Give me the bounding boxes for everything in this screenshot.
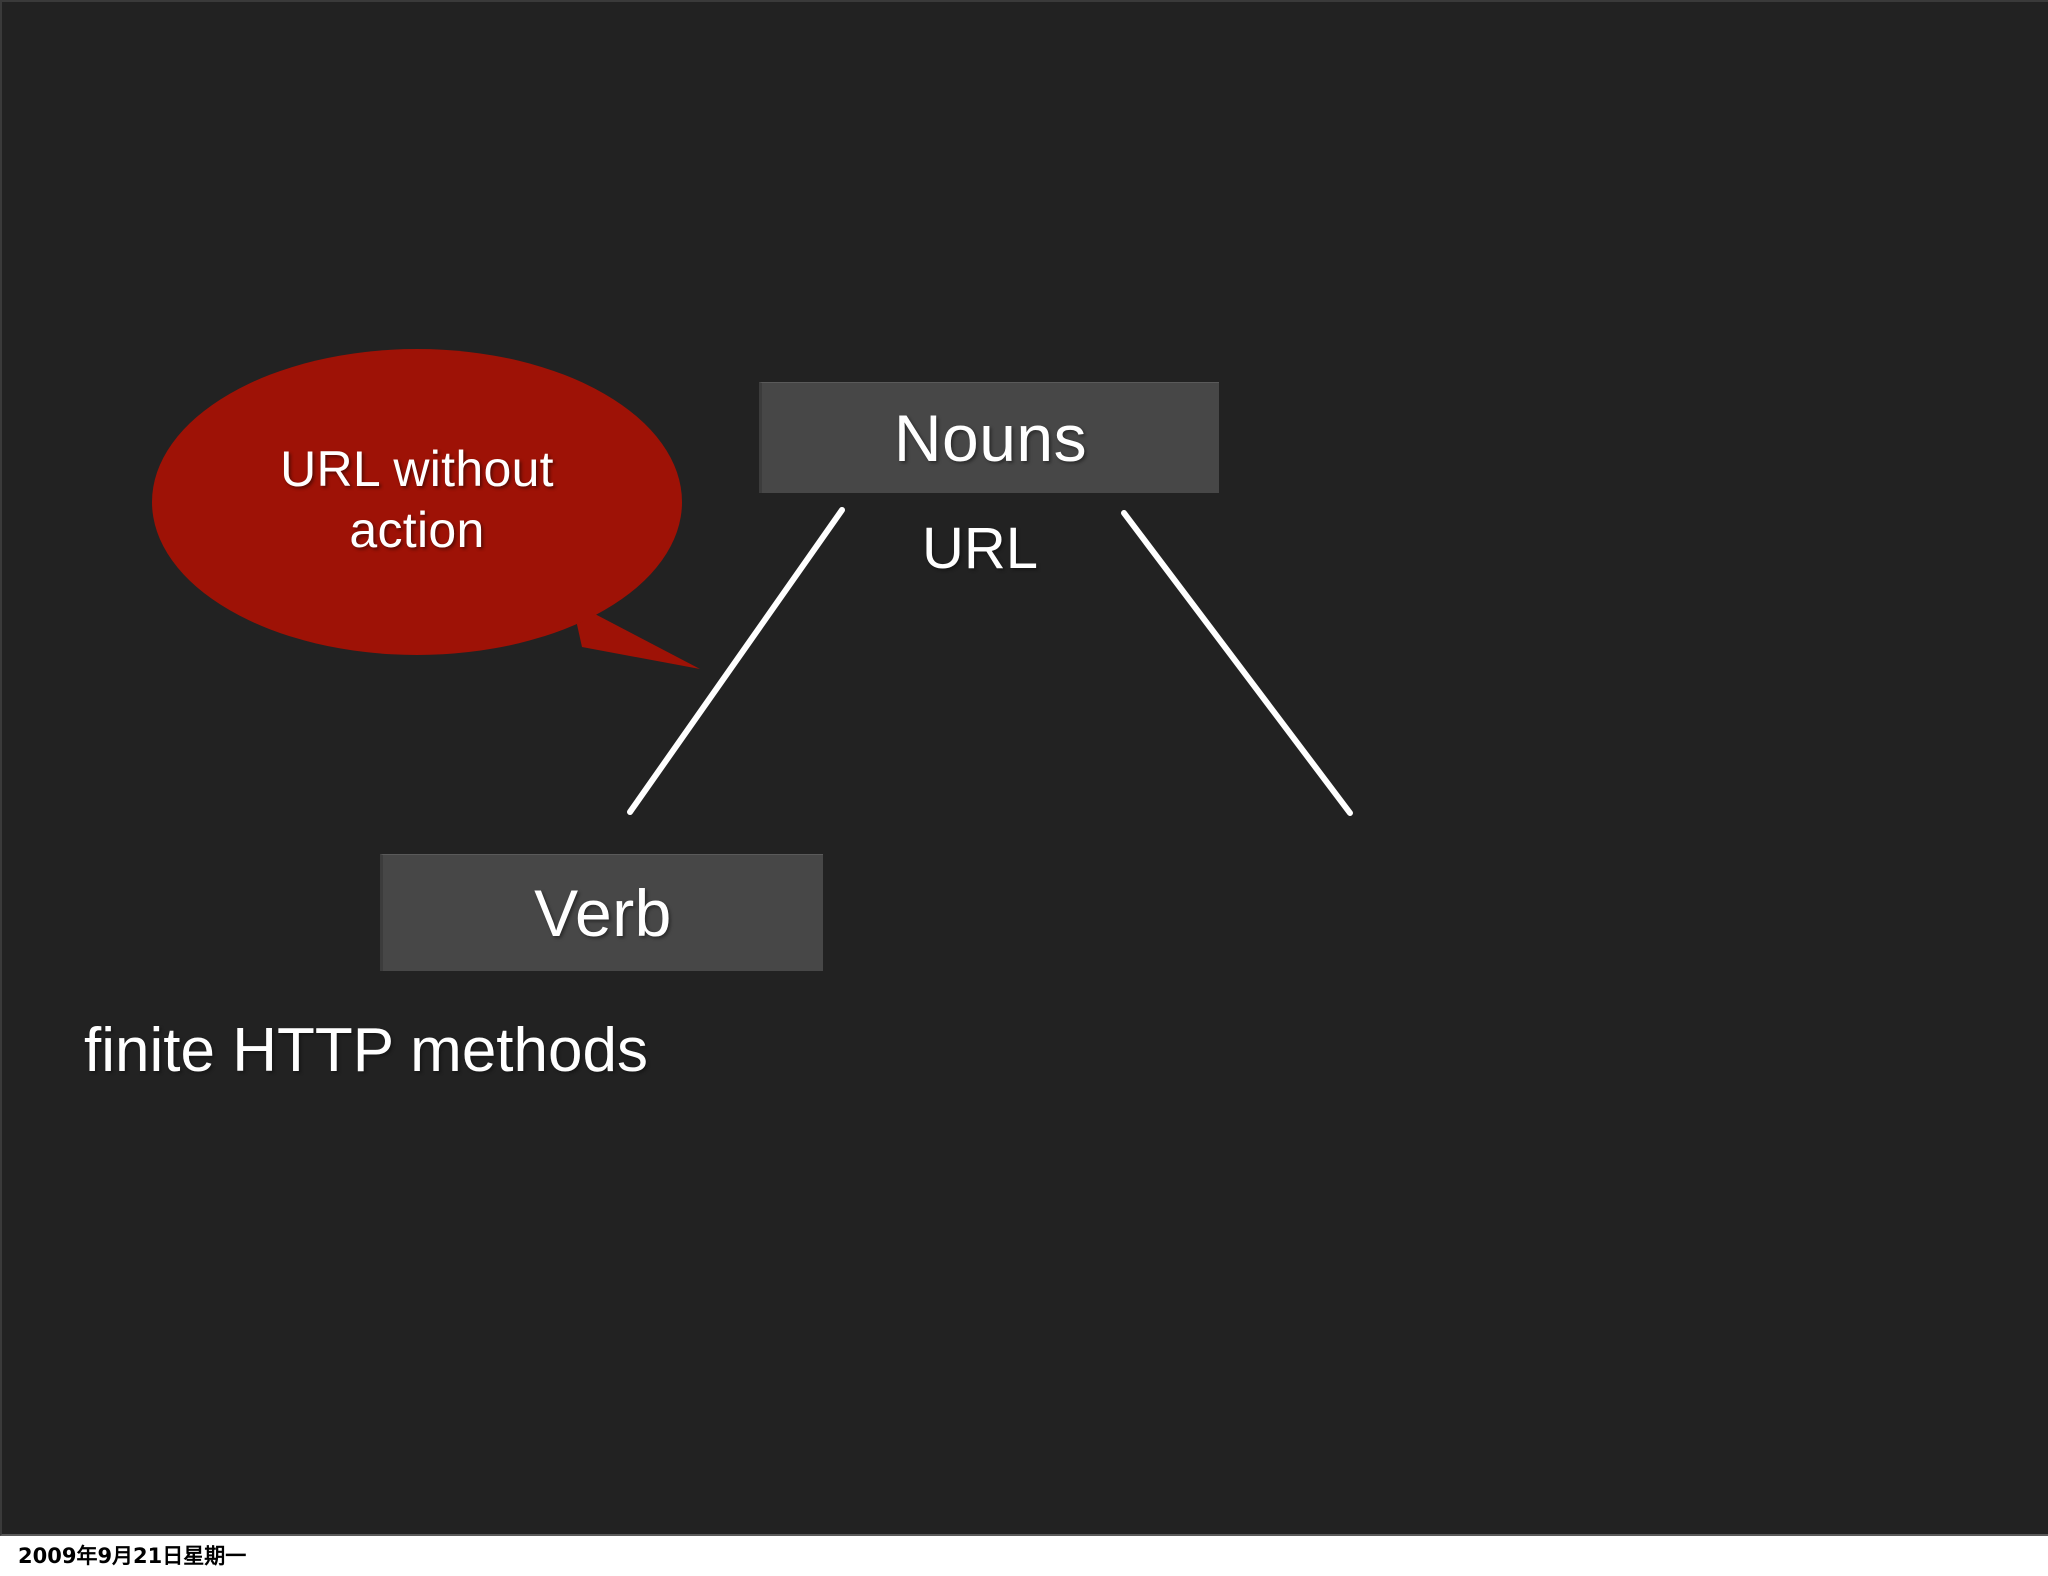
slide-canvas: URL without action Nouns URL Verb finite… xyxy=(0,0,2048,1536)
node-label-nouns: Nouns xyxy=(893,401,1088,475)
caption-url: URL xyxy=(922,516,1039,581)
connector-line-right xyxy=(1121,510,1353,816)
node-label-verb: Verb xyxy=(534,876,672,950)
connector-line-left xyxy=(627,507,845,815)
footer-date: 2009年9月21日星期一 xyxy=(18,1543,247,1568)
connector-lines xyxy=(627,507,1353,816)
node-box-nouns[interactable]: Nouns xyxy=(759,382,1219,493)
callout-speech-bubble: URL without action xyxy=(152,347,712,677)
speech-bubble-shape xyxy=(152,349,700,669)
node-box-verb[interactable]: Verb xyxy=(380,854,823,971)
slide-footer: 2009年9月21日星期一 xyxy=(0,1536,2048,1576)
caption-finite-http-methods: finite HTTP methods xyxy=(84,1016,648,1085)
